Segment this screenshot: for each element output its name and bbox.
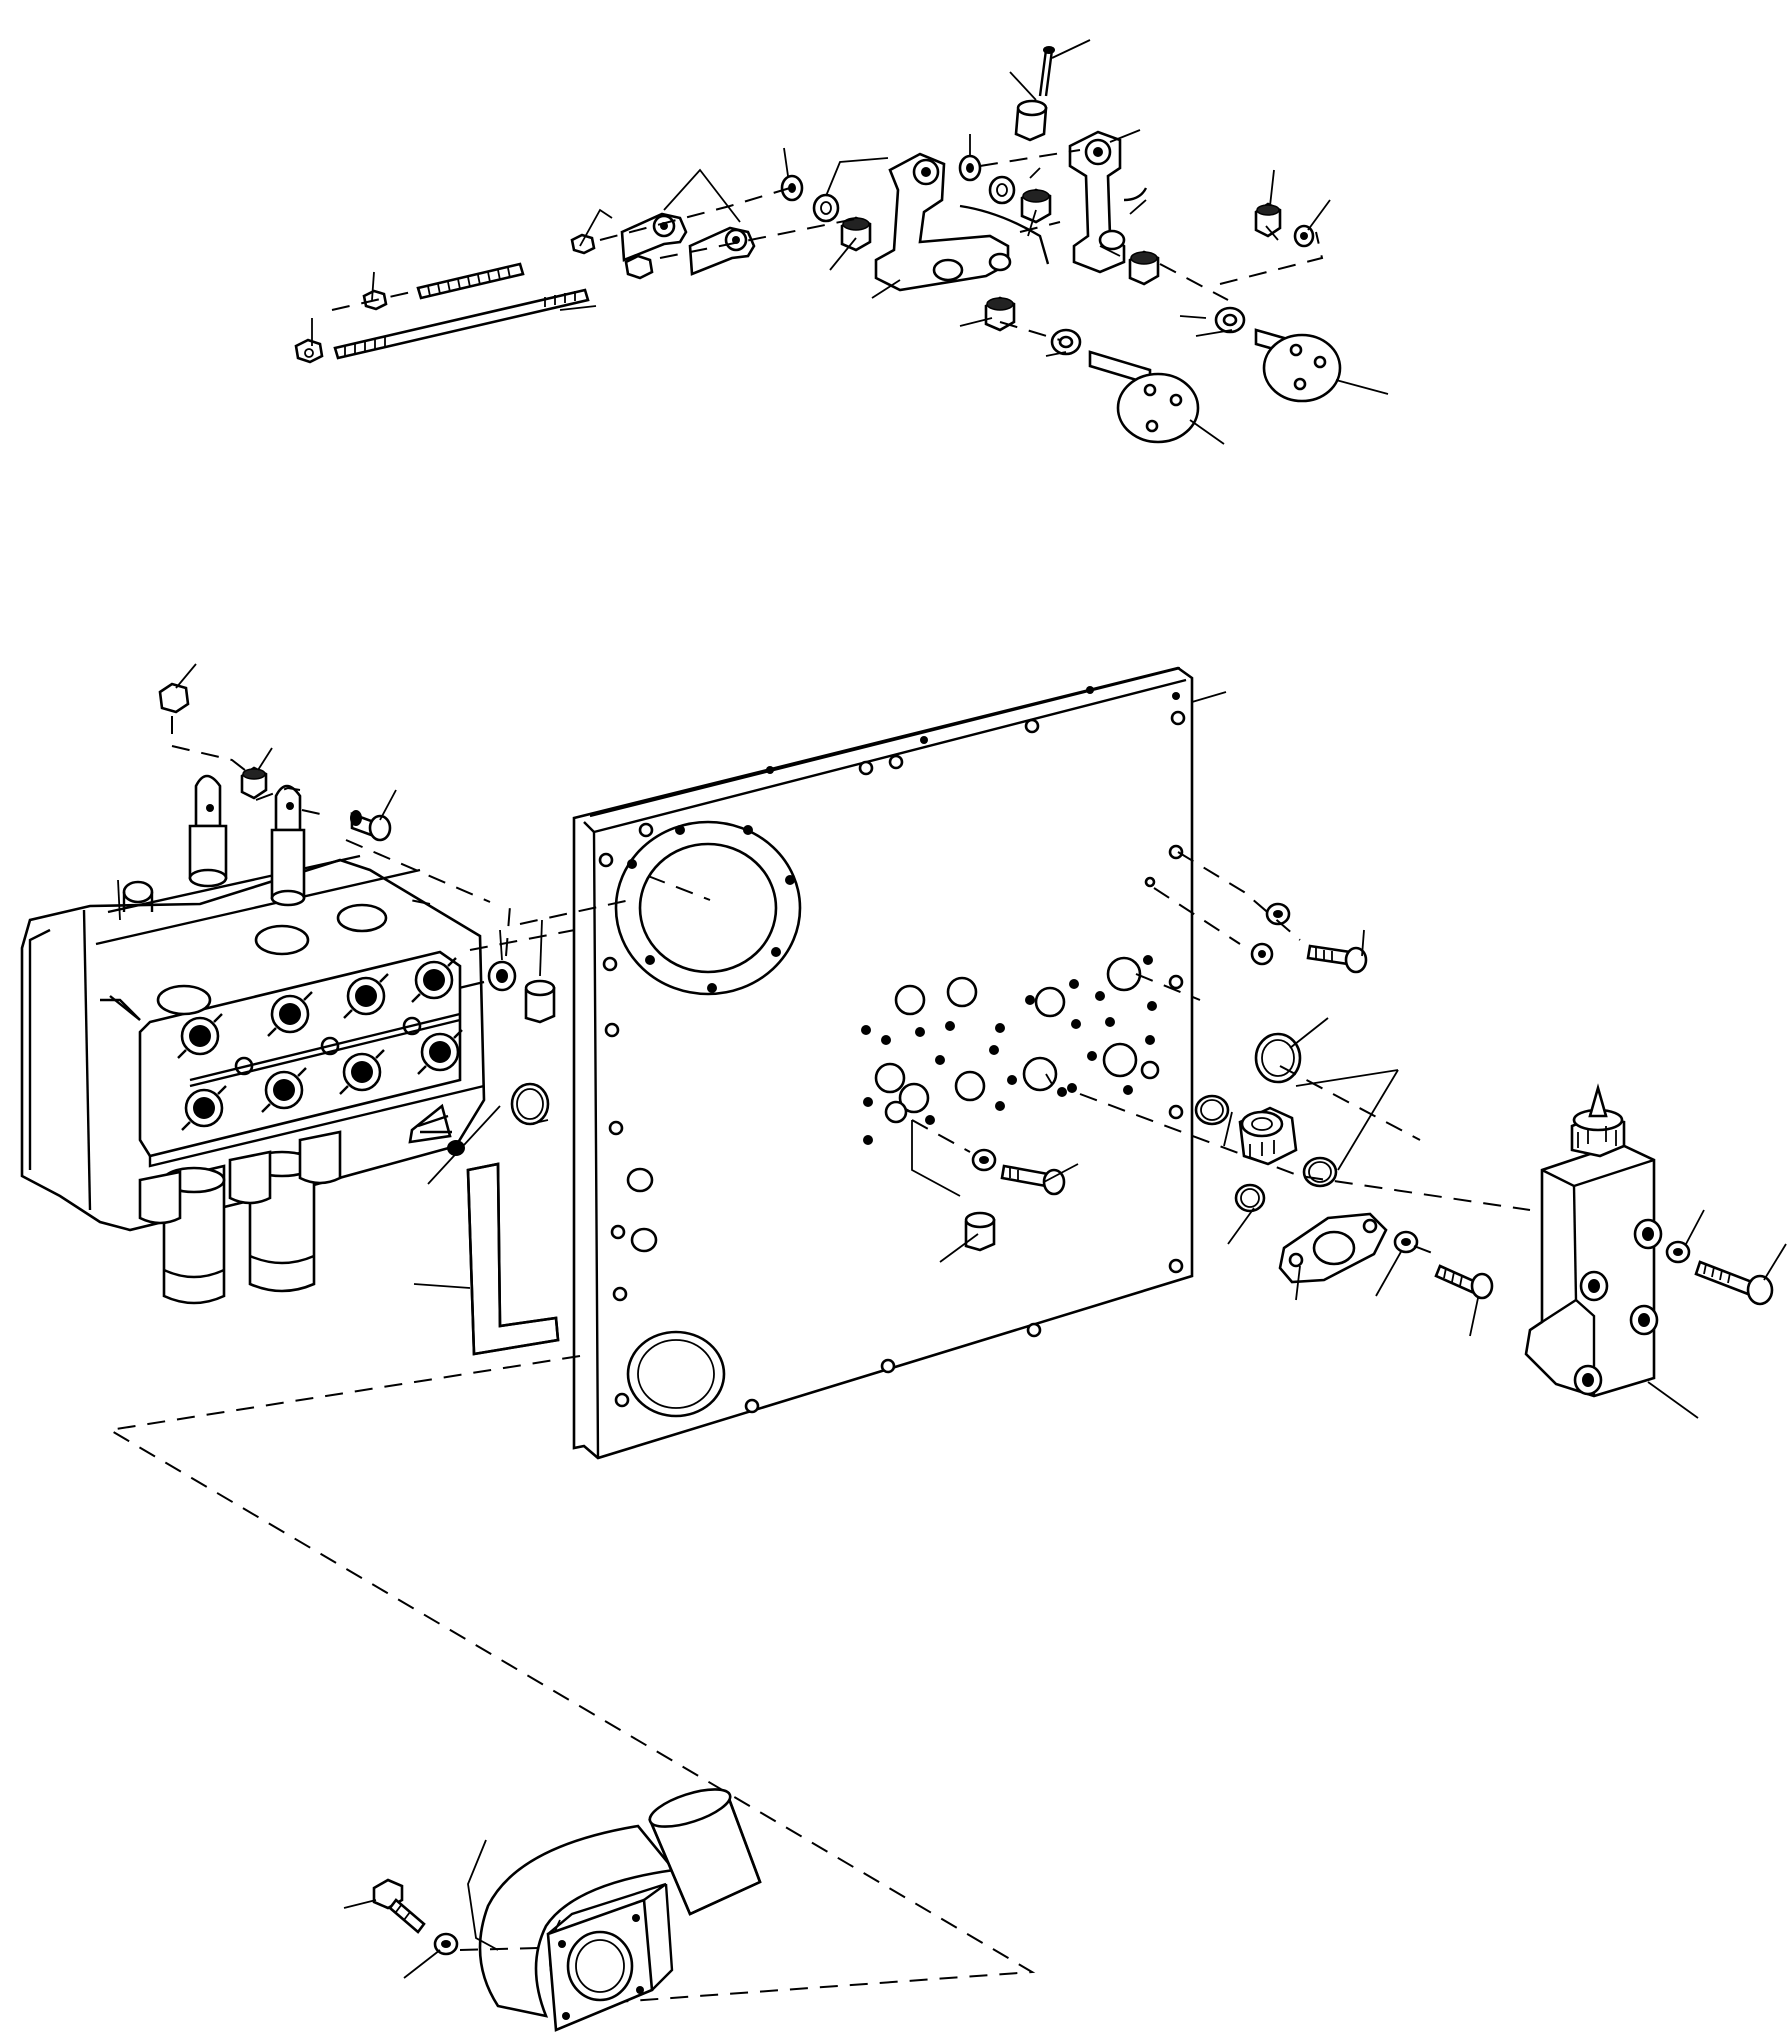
flat-washer-lower	[1050, 328, 1082, 356]
upright-lever	[1068, 130, 1148, 274]
strainer-cap-screw	[372, 1878, 426, 1934]
flat-washer-right	[1214, 306, 1246, 334]
leader-lines-relief	[1647, 1209, 1787, 1419]
long-threaded-rod	[333, 288, 590, 360]
pivot-shaft-right	[1254, 328, 1342, 403]
pivot-shaft-lower	[1088, 350, 1200, 444]
port-8	[417, 1029, 463, 1075]
bushing-b	[1020, 188, 1052, 224]
bell-crank-lever	[874, 152, 1050, 292]
spool-clevis-right	[270, 784, 306, 907]
clevis-pin	[1014, 99, 1048, 142]
cotter-pin	[1038, 46, 1055, 97]
lock-washer-upper-right	[1293, 224, 1315, 248]
relief-valve-washer	[1665, 1240, 1691, 1264]
washer-b	[988, 175, 1016, 205]
bushing-a	[840, 216, 872, 252]
port-6	[261, 1067, 307, 1113]
short-threaded-rod	[416, 262, 525, 300]
o-ring-small-c	[1234, 1183, 1266, 1213]
relief-valve-ports	[1573, 1218, 1663, 1396]
hex-nut-left-lower	[294, 338, 324, 364]
plate-port-lower	[626, 1330, 726, 1418]
port-4	[411, 957, 457, 1003]
plate-bolt-holes	[598, 686, 1186, 1414]
o-ring-valve	[510, 1082, 550, 1126]
valve-pin	[350, 810, 392, 842]
right-fittings	[911, 851, 1651, 1337]
suction-strainer-assembly	[107, 1355, 1036, 2032]
leader-lines-strainer	[343, 1839, 499, 1979]
valve-top-nut	[158, 682, 190, 714]
valve-top-bushing	[240, 766, 268, 800]
plate-flange-upper	[614, 820, 802, 996]
leader-lines-right	[939, 929, 1479, 1337]
valve-ports	[177, 957, 463, 1131]
leader-lines-plate	[519, 691, 1227, 925]
valve-top-caps	[122, 880, 388, 1016]
port-7	[339, 1049, 385, 1095]
adapter-fitting	[1238, 1106, 1298, 1166]
cap-screw-upper-right	[1254, 202, 1282, 241]
port-2	[267, 991, 313, 1037]
port-1	[177, 1013, 223, 1059]
washer-a	[812, 193, 840, 223]
port-3	[343, 973, 389, 1019]
cap-screw-upper	[1306, 944, 1368, 974]
lock-washer-lower	[1393, 1230, 1419, 1254]
cap-screw-lower	[1434, 1264, 1494, 1300]
lock-washer-upper	[1265, 902, 1291, 926]
bushing-d	[984, 296, 1016, 332]
strainer-flange-block	[546, 1882, 674, 2032]
lock-washer-a	[780, 174, 804, 202]
hex-nut-mid-upper	[570, 233, 596, 255]
leader-lines-valve	[117, 663, 549, 1185]
leader-lines-upper	[311, 39, 1389, 445]
plate-port-cluster	[861, 955, 1160, 1145]
lock-washer-b	[958, 154, 982, 182]
bushing-c	[1128, 250, 1160, 286]
port-5	[181, 1085, 227, 1131]
rod-end-clevis-upper	[620, 212, 688, 262]
rod-end-clevis-lower	[688, 226, 756, 276]
relief-valve-adjuster	[1570, 1083, 1626, 1158]
valve-fitting-washer	[487, 960, 517, 992]
upper-linkage-assembly	[294, 39, 1389, 445]
strainer-lock-washer	[433, 1932, 459, 1956]
strainer-screen	[648, 1788, 762, 1916]
control-valve-assembly	[20, 663, 701, 1305]
hex-nut-mid-lower	[624, 254, 654, 280]
o-ring-large	[1254, 1032, 1302, 1084]
spool-clevis-left	[188, 774, 228, 888]
plate-side-plug	[964, 1211, 996, 1252]
valve-lower-stubs	[138, 1130, 342, 1225]
plate-ports-mid	[626, 1167, 658, 1253]
o-ring-small-a	[1194, 1094, 1230, 1126]
valve-gasket	[413, 1162, 560, 1356]
mounting-plate	[519, 666, 1227, 1460]
o-ring-small-b	[1302, 1156, 1338, 1188]
flange-cover	[1278, 1212, 1388, 1284]
valve-fitting-plug	[524, 979, 556, 1024]
valve-handle-bracket	[408, 1103, 465, 1156]
small-washer-upper	[1250, 942, 1274, 966]
plate-side-washer	[971, 1148, 997, 1172]
relief-valve-screw	[1694, 1260, 1774, 1306]
relief-valve-block	[1524, 1083, 1787, 1419]
